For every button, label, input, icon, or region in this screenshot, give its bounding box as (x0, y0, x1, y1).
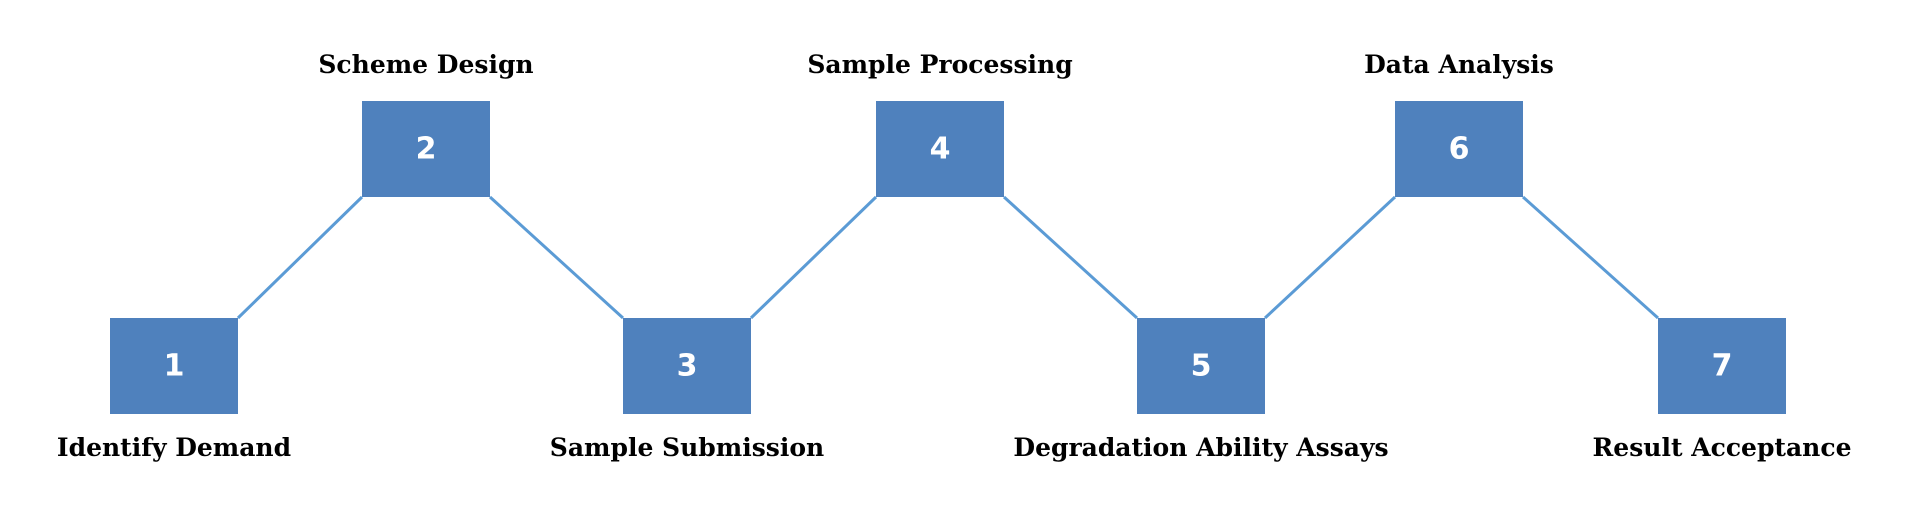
step-label-7: Result Acceptance (1593, 433, 1852, 462)
step-number-5: 5 (1191, 349, 1212, 384)
step-label-4: Sample Processing (807, 50, 1072, 79)
step-label-3: Sample Submission (550, 433, 824, 462)
connector-line-1-2 (236, 195, 364, 320)
step-box-3 (623, 318, 751, 414)
step-number-7: 7 (1712, 349, 1733, 384)
connectors (236, 195, 1660, 320)
step-label-5: Degradation Ability Assays (1013, 433, 1388, 462)
step-box-7 (1658, 318, 1786, 414)
step-number-6: 6 (1449, 132, 1470, 167)
connector-line-5-6 (1263, 195, 1397, 320)
step-number-3: 3 (677, 349, 698, 384)
step-box-5 (1137, 318, 1265, 414)
step-label-6: Data Analysis (1364, 50, 1554, 79)
step-box-6 (1395, 101, 1523, 197)
step-number-4: 4 (930, 132, 951, 167)
connector-line-3-4 (749, 195, 878, 320)
step-number-1: 1 (164, 349, 185, 384)
connector-line-4-5 (1002, 195, 1139, 320)
connector-line-2-3 (488, 195, 625, 320)
step-4: 4 Sample Processing (807, 50, 1073, 197)
step-number-2: 2 (416, 132, 437, 167)
connector-line-6-7 (1521, 195, 1660, 320)
step-box-4 (876, 101, 1004, 197)
step-box-1 (110, 318, 238, 414)
step-6: 6 Data Analysis (1364, 50, 1554, 197)
step-label-1: Identify Demand (57, 433, 291, 462)
step-2: 2 Scheme Design (318, 50, 534, 197)
step-label-2: Scheme Design (318, 50, 533, 79)
step-box-2 (362, 101, 490, 197)
